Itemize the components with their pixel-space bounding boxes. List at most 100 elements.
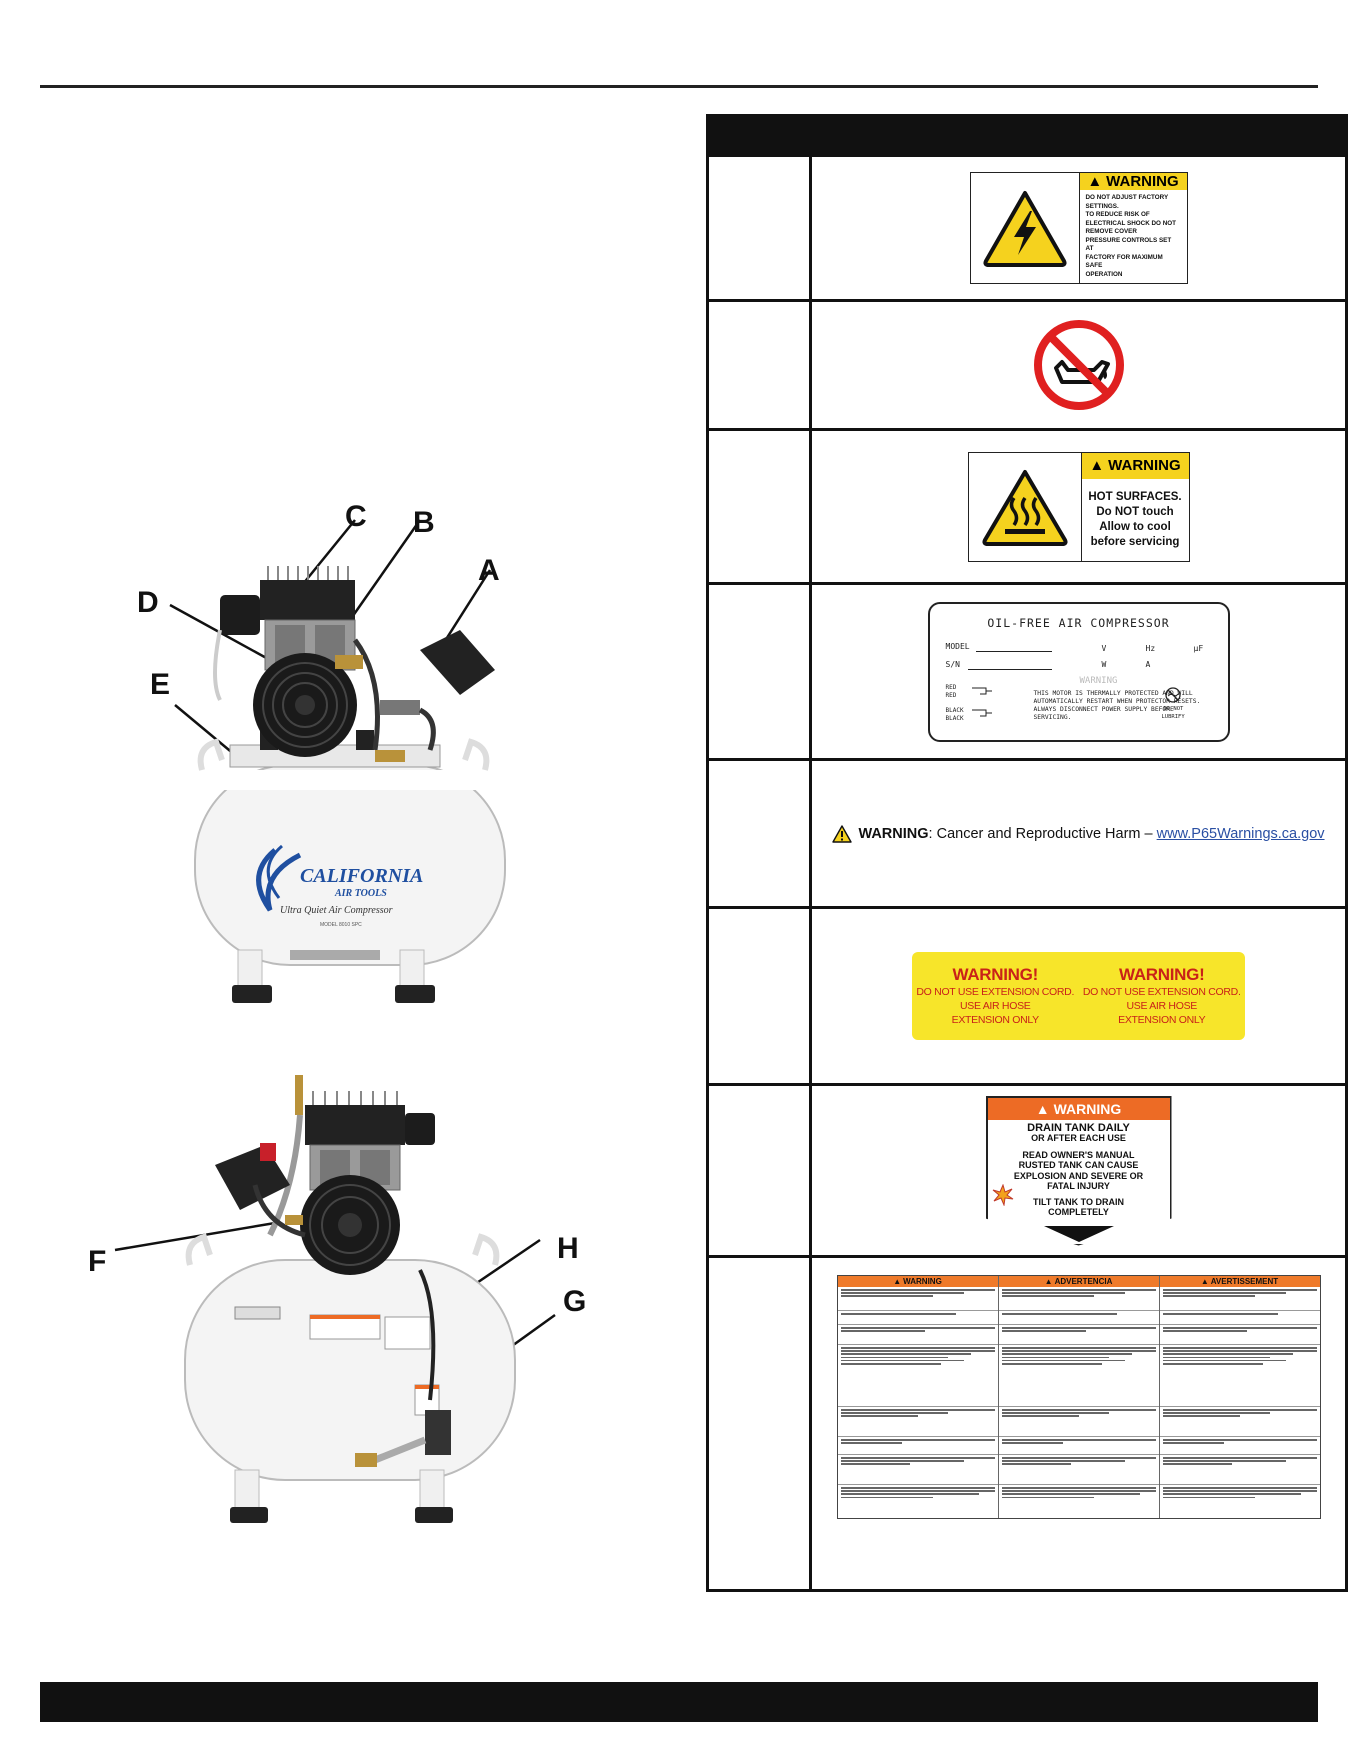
do-not-lubricate-icon — [1164, 686, 1181, 703]
extension-line: EXTENSION ONLY — [951, 1014, 1040, 1026]
drain-line: RUSTED TANK CAN CAUSE — [1018, 1160, 1139, 1170]
extension-line: USE AIR HOSE — [959, 1000, 1031, 1012]
rating-plate-watermark: WARNING — [1079, 675, 1118, 686]
row-prop65: WARNING: Cancer and Reproductive Harm – … — [812, 761, 1345, 906]
electrical-warning-line: ELECTRICAL SHOCK DO NOT — [1085, 219, 1177, 227]
row-divider — [709, 1083, 1345, 1086]
electrical-warning-line: DO NOT ADJUST FACTORY — [1085, 194, 1169, 201]
warning-triangle-icon: ▲ — [893, 1277, 902, 1286]
callout-e: E — [150, 668, 171, 701]
row-divider — [709, 758, 1345, 761]
callout-c: C — [345, 500, 367, 533]
prop65-heading: WARNING — [858, 825, 929, 842]
drain-line: DRAIN TANK DAILY — [1027, 1121, 1130, 1134]
table-column-divider — [809, 157, 812, 1589]
hot-surface-line: Allow to cool — [1099, 520, 1171, 533]
hot-surface-label: ▲WARNING HOT SURFACES. Do NOT touch Allo… — [967, 451, 1190, 562]
wire-label: BLACK — [945, 714, 964, 722]
prop65-warning: WARNING: Cancer and Reproductive Harm – … — [832, 824, 1325, 843]
callout-a: A — [478, 554, 500, 587]
header-rule — [40, 85, 1318, 88]
row-extension-cord: WARNING! DO NOT USE EXTENSION CORD. USE … — [812, 909, 1345, 1083]
callout-f: F — [88, 1245, 107, 1278]
logo-text: CALIFORNIA — [300, 865, 423, 887]
drain-line: FATAL INJURY — [1047, 1181, 1110, 1191]
multilingual-heading: ADVERTENCIA — [1054, 1277, 1113, 1286]
wire-label: BLACK — [945, 706, 964, 714]
electrical-warning-line: FACTORY FOR MAXIMUM SAFE — [1085, 253, 1163, 270]
warning-triangle-icon: ▲ — [1087, 173, 1103, 190]
extension-line: USE AIR HOSE — [1126, 1000, 1197, 1012]
extension-line: EXTENSION ONLY — [1118, 1014, 1206, 1026]
do-not-lubricate-text: DO NOT — [1163, 705, 1184, 712]
drain-line: OR AFTER EACH USE — [1031, 1133, 1126, 1143]
row-divider — [709, 1255, 1345, 1258]
drain-heading: WARNING — [1053, 1100, 1122, 1117]
volts-unit: V — [1101, 643, 1107, 653]
footer-bar — [40, 1682, 1318, 1722]
extension-heading: WARNING! — [1119, 965, 1205, 984]
spanish-column: ▲ADVERTENCIA — [998, 1276, 1160, 1518]
do-not-lubricate-text: LUBRIFY — [1161, 713, 1185, 720]
product-line-text: Ultra Quiet Air Compressor — [280, 905, 393, 916]
callout-b: B — [413, 506, 435, 539]
prop65-link[interactable]: www.P65Warnings.ca.gov — [1156, 825, 1325, 842]
explosion-icon — [992, 1183, 1013, 1206]
serial-field-label: S/N — [945, 659, 960, 669]
drain-line: COMPLETELY — [1048, 1207, 1109, 1217]
english-column: ▲WARNING — [837, 1276, 999, 1518]
extension-line: DO NOT USE EXTENSION CORD. — [916, 986, 1075, 998]
multilingual-warning-label: ▲WARNING ▲ADVERTENCIA — [836, 1275, 1321, 1519]
row-multilingual-warning: ▲WARNING ▲ADVERTENCIA — [812, 1258, 1345, 1589]
compressor-front-photo: CALIFORNIA AIR TOOLS Ultra Quiet Air Com… — [169, 519, 506, 1003]
warning-triangle-icon: ▲ — [1044, 1277, 1053, 1286]
electrical-warning-line: SETTINGS. — [1085, 202, 1119, 210]
french-column: ▲AVERTISSEMENT — [1159, 1276, 1320, 1518]
warning-triangle-icon — [832, 824, 853, 843]
electrical-warning-text: DO NOT ADJUST FACTORY SETTINGS. TO REDUC… — [1080, 190, 1187, 283]
row-divider — [709, 428, 1345, 431]
wire-label: RED — [945, 691, 957, 699]
warning-triangle-icon: ▲ — [1035, 1100, 1050, 1117]
label-table: ▲WARNING DO NOT ADJUST FACTORY SETTINGS.… — [706, 114, 1348, 1592]
electrical-warning-line: TO REDUCE RISK OF — [1085, 211, 1150, 218]
row-rating-plate: OIL-FREE AIR COMPRESSOR MODEL S/N V Hz μ… — [812, 585, 1345, 758]
model-small-text: MODEL 8010 SPC — [320, 922, 362, 928]
drain-line: READ OWNER'S MANUAL — [1022, 1149, 1135, 1160]
row-drain-tank: ▲WARNING DRAIN TANK DAILY OR AFTER EACH … — [812, 1086, 1345, 1255]
row-electrical-warning: ▲WARNING DO NOT ADJUST FACTORY SETTINGS.… — [812, 157, 1345, 299]
rating-plate-note: THIS MOTOR IS THERMALLY PROTECTED AND WI… — [1033, 689, 1201, 721]
row-divider — [709, 582, 1345, 585]
model-field-line — [975, 650, 1052, 652]
callout-d: D — [137, 586, 159, 619]
high-voltage-icon — [982, 191, 1067, 267]
row-divider — [709, 906, 1345, 909]
multilingual-heading: AVERTISSEMENT — [1210, 1277, 1279, 1286]
electrical-warning-line: OPERATION — [1085, 270, 1123, 278]
callout-h: H — [557, 1232, 579, 1265]
hot-surface-line: Do NOT touch — [1096, 505, 1174, 518]
row-no-oil — [812, 302, 1345, 428]
extension-heading: WARNING! — [952, 965, 1039, 984]
hot-surface-heading: WARNING — [1108, 457, 1181, 474]
hot-surface-line: before servicing — [1090, 535, 1180, 548]
microfarad-unit: μF — [1193, 643, 1204, 653]
extension-line: DO NOT USE EXTENSION CORD. — [1082, 986, 1241, 998]
wire-label: RED — [945, 683, 957, 691]
extension-cord-label: WARNING! DO NOT USE EXTENSION CORD. USE … — [912, 952, 1245, 1040]
drain-line: TILT TANK TO DRAIN — [1033, 1196, 1124, 1207]
warning-triangle-icon: ▲ — [1200, 1277, 1209, 1286]
hertz-unit: Hz — [1145, 643, 1156, 653]
row-divider — [709, 299, 1345, 302]
no-oil-icon — [1033, 320, 1124, 410]
logo-subtext: AIR TOOLS — [334, 888, 387, 899]
compressor-rear-photo — [114, 1075, 556, 1523]
callout-g: G — [563, 1285, 587, 1318]
electrical-warning-heading: WARNING — [1106, 173, 1179, 190]
row-hot-surface: ▲WARNING HOT SURFACES. Do NOT touch Allo… — [812, 431, 1345, 582]
electrical-warning-line: PRESSURE CONTROLS SET AT — [1085, 236, 1172, 253]
drain-tank-label: ▲WARNING DRAIN TANK DAILY OR AFTER EACH … — [985, 1095, 1172, 1246]
wiring-diagram-icon — [971, 687, 992, 716]
rating-plate-title: OIL-FREE AIR COMPRESSOR — [987, 615, 1170, 630]
rating-plate: OIL-FREE AIR COMPRESSOR MODEL S/N V Hz μ… — [927, 601, 1230, 742]
